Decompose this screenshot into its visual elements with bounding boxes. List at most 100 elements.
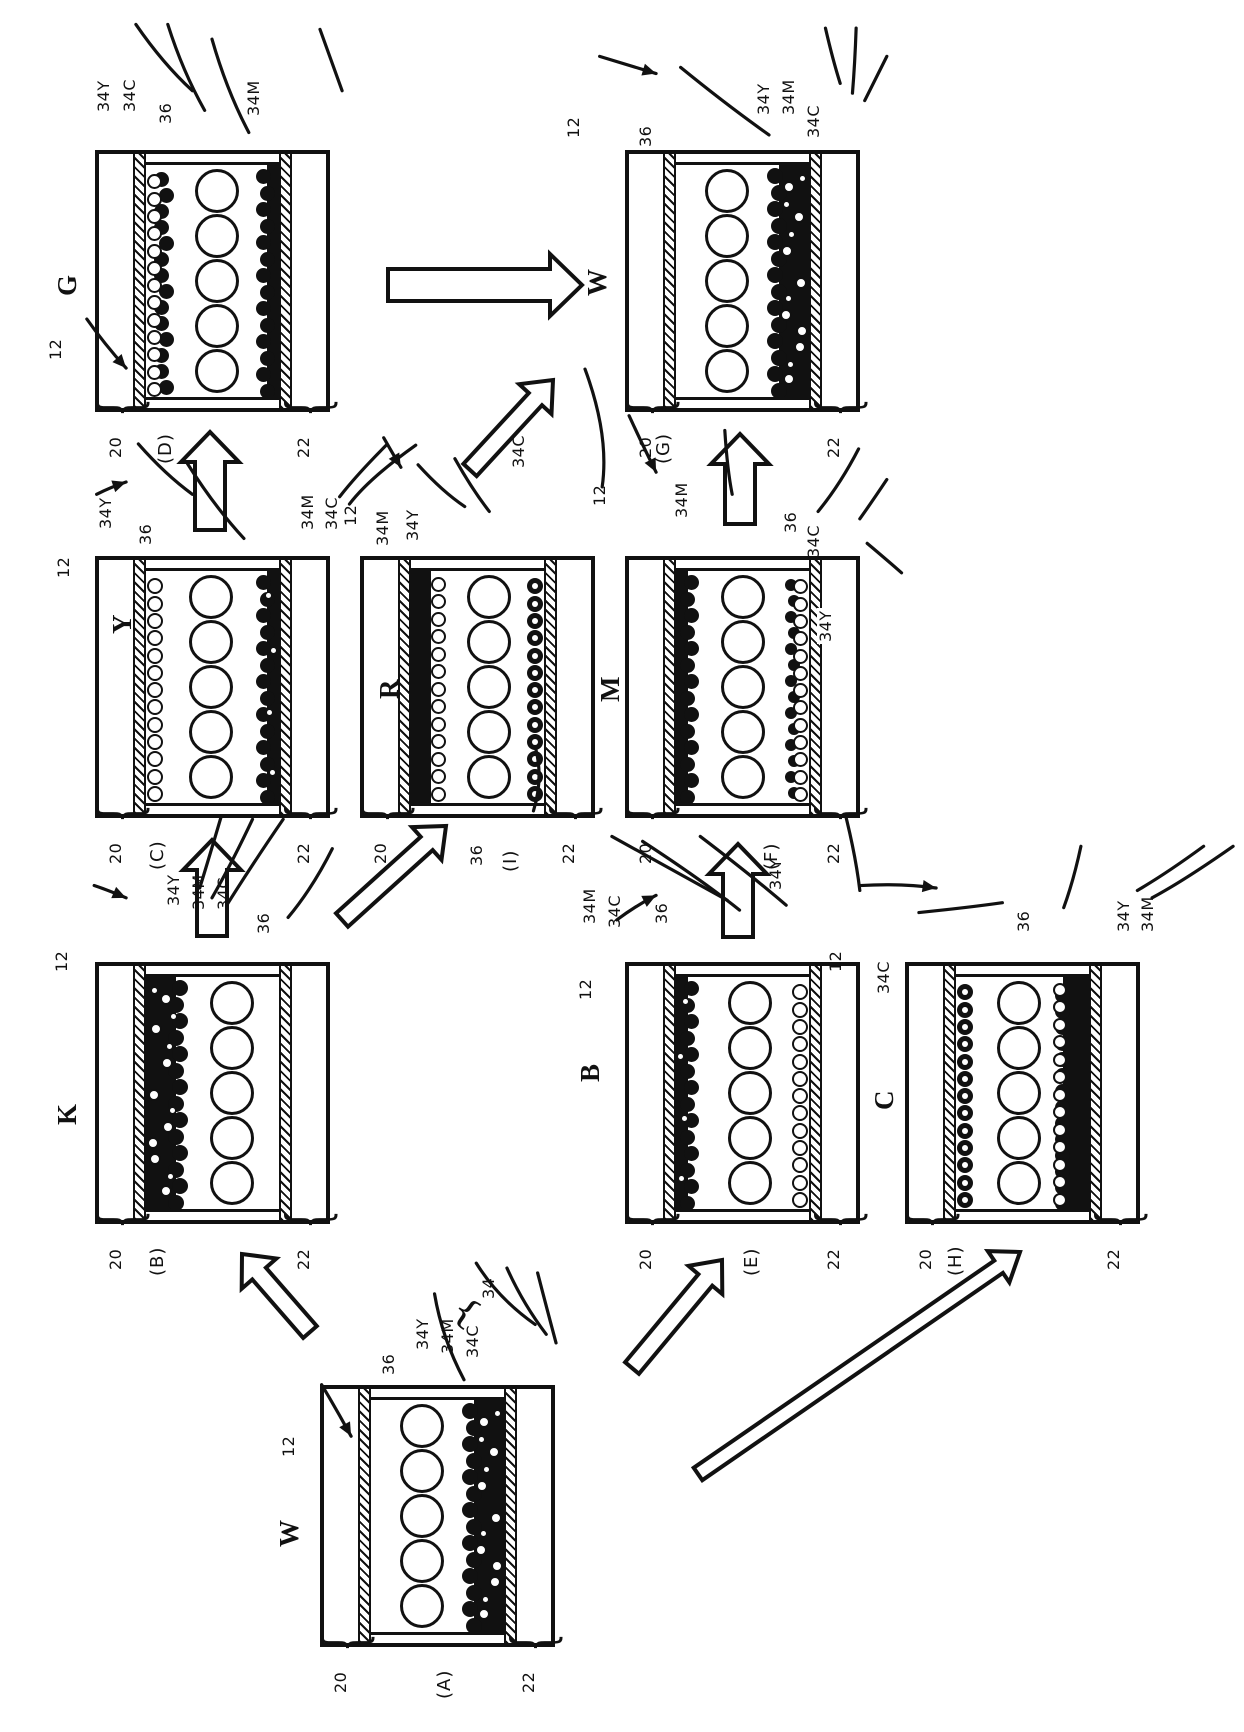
substrate-20 xyxy=(629,966,663,1220)
ref-label-34C: 34C xyxy=(805,525,823,558)
yellow-particle xyxy=(783,373,795,385)
ref-label-12: 12 xyxy=(827,951,845,972)
panel-sublabel-(I): (I) xyxy=(500,850,521,872)
ref-label-34M: 34M xyxy=(1139,896,1157,932)
cyan-speck xyxy=(168,1174,173,1179)
cell-wall-left xyxy=(146,1209,279,1212)
white-particle-36 xyxy=(195,304,239,348)
yellow-particle xyxy=(431,735,446,750)
substrate-22 xyxy=(517,1389,551,1643)
white-particle-36 xyxy=(467,665,511,709)
magenta-particle xyxy=(684,982,699,997)
white-particle-36 xyxy=(195,259,239,303)
panel-letter-M: M xyxy=(595,677,626,702)
white-particle-36 xyxy=(705,304,749,348)
white-particle-36 xyxy=(467,575,511,619)
cyan-particle xyxy=(527,596,543,612)
yellow-particle xyxy=(147,734,163,750)
cell-wall-left xyxy=(411,803,544,806)
ref-label-34: 34 xyxy=(480,1278,498,1299)
substrate-22 xyxy=(1102,966,1136,1220)
yellow-particle xyxy=(147,786,163,802)
arrow-c-to-d xyxy=(181,432,239,530)
yellow-particle xyxy=(793,631,808,646)
yellow-particle xyxy=(478,1608,490,1620)
yellow-particle xyxy=(793,770,808,785)
yellow-particle xyxy=(147,209,162,224)
cell-wall-left xyxy=(146,397,279,400)
white-particle-36 xyxy=(467,620,511,664)
ref-label-12: 12 xyxy=(342,505,360,526)
cyan-particle xyxy=(527,682,543,698)
cyan-particle-core xyxy=(962,1197,968,1203)
cyan-particle xyxy=(527,578,543,594)
magenta-particle xyxy=(466,1585,482,1601)
magenta-particle xyxy=(684,1180,699,1195)
white-particle-36 xyxy=(210,1116,254,1160)
yellow-particle xyxy=(431,752,446,767)
ref-label-36: 36 xyxy=(137,524,155,545)
cyan-particle-core xyxy=(532,739,538,745)
magenta-particle xyxy=(684,774,699,789)
magenta-particle xyxy=(260,252,275,267)
yellow-particle xyxy=(780,309,792,321)
electrode-hatch-bottom xyxy=(809,966,822,1220)
ref-label-34M: 34M xyxy=(245,80,263,116)
yellow-particle xyxy=(490,1512,502,1524)
ref-label-36: 36 xyxy=(637,126,655,147)
yellow-particle xyxy=(792,1002,808,1018)
magenta-particle xyxy=(260,285,275,300)
magenta-particle xyxy=(260,186,275,201)
brace-electrode-22: { xyxy=(809,1210,867,1228)
yellow-particle xyxy=(792,984,808,1000)
cyan-speck xyxy=(267,710,272,715)
yellow-particle xyxy=(489,1576,501,1588)
ref-label-20: 20 xyxy=(107,437,125,458)
brace-electrode-22: { xyxy=(809,398,867,416)
cyan-particle-core xyxy=(532,722,538,728)
brace-electrode-20: { xyxy=(91,1210,149,1228)
cyan-particle-core xyxy=(962,1076,968,1082)
ref-label-34M: 34M xyxy=(780,79,798,115)
cell-cavity xyxy=(956,977,1089,1209)
substrate-22 xyxy=(292,560,326,814)
cyan-particle-core xyxy=(962,989,968,995)
electrode-hatch-bottom xyxy=(1089,966,1102,1220)
substrate-20 xyxy=(324,1389,358,1643)
yellow-particle xyxy=(793,597,808,612)
yellow-particle xyxy=(793,701,808,716)
cell-cavity xyxy=(676,571,809,803)
panel-letter-K: K xyxy=(52,1104,83,1125)
yellow-particle xyxy=(148,1089,160,1101)
yellow-particle xyxy=(147,717,163,733)
cyan-speck xyxy=(479,1437,484,1442)
magenta-particle xyxy=(684,1048,699,1063)
cell-wall-left xyxy=(676,803,809,806)
yellow-particle xyxy=(792,1123,808,1139)
substrate-20 xyxy=(99,560,133,814)
yellow-particle xyxy=(1053,1123,1067,1137)
magenta-particle xyxy=(260,625,275,640)
yellow-particle xyxy=(147,313,162,328)
panel-(I): R(I){{20221234M34Y34C36 xyxy=(360,556,595,818)
ref-label-22: 22 xyxy=(520,1672,538,1693)
ref-label-12: 12 xyxy=(55,557,73,578)
panel-sublabel-(E): (E) xyxy=(741,1248,762,1276)
cyan-particle-core xyxy=(962,1024,968,1030)
magenta-particle xyxy=(680,790,695,803)
white-particle-36 xyxy=(728,1116,772,1160)
yellow-particle xyxy=(147,613,163,629)
panel-(D): G(D){{202234Y34C3634M12 xyxy=(95,150,330,412)
magenta-particle xyxy=(684,741,699,756)
yellow-particle xyxy=(488,1446,500,1458)
yellow-particle xyxy=(1053,1088,1067,1102)
magenta-particle xyxy=(684,1015,699,1030)
cyan-speck xyxy=(170,1108,175,1113)
cyan-particle-core xyxy=(962,1180,968,1186)
yellow-particle xyxy=(1053,1193,1067,1207)
ref-label-34M: 34M xyxy=(374,510,392,546)
magenta-particle xyxy=(684,1081,699,1096)
ref-label-34Y: 34Y xyxy=(404,509,422,541)
white-particle-36 xyxy=(195,214,239,258)
